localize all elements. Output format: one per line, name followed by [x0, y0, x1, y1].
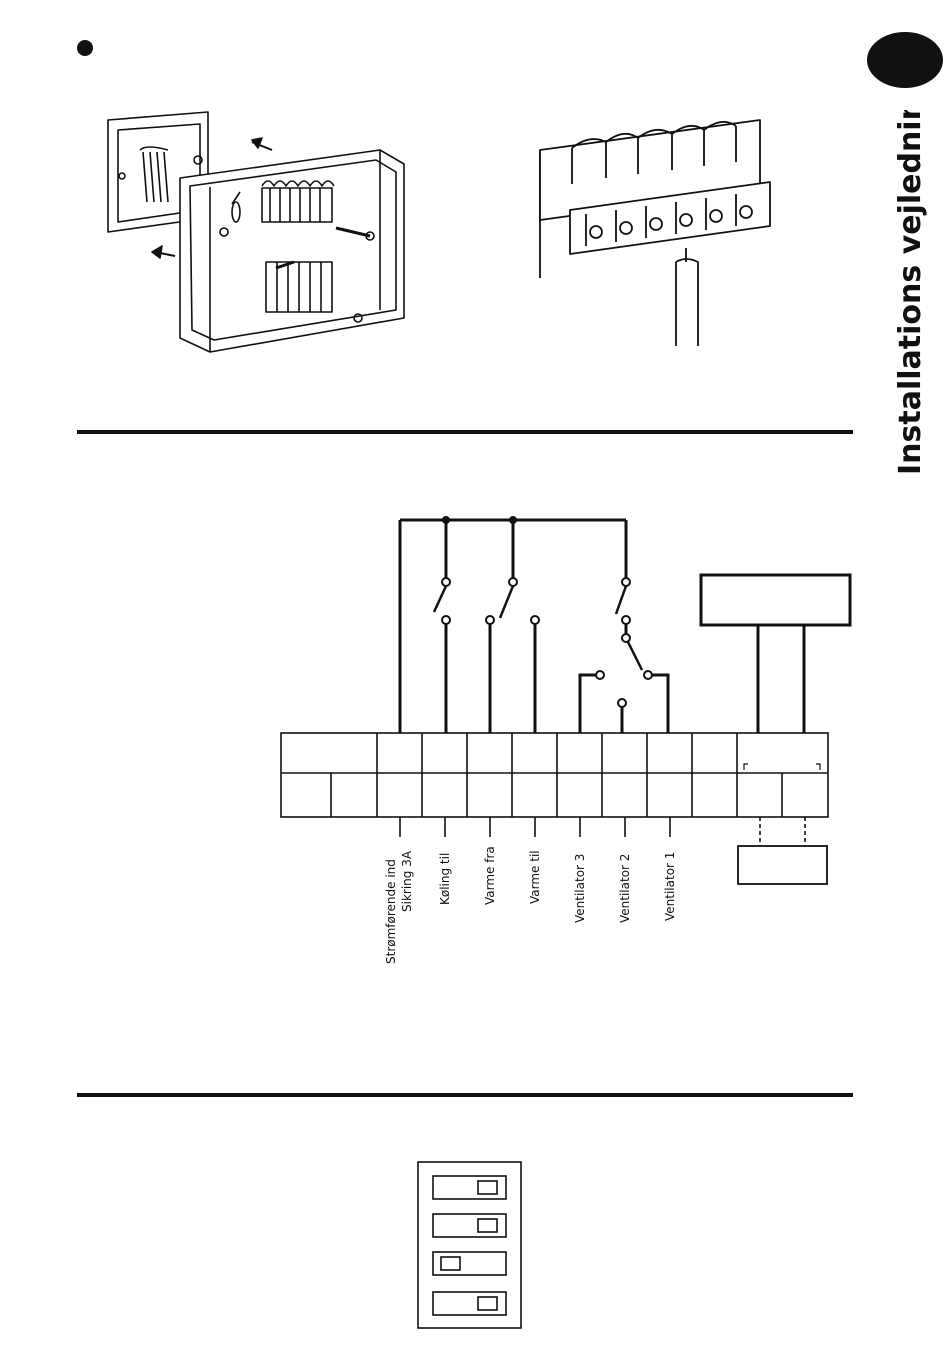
- dip-switch-slot: [433, 1176, 506, 1199]
- dip-switch-slot: [433, 1252, 506, 1275]
- terminal-label-power-line2: Sikring 3A: [400, 850, 414, 912]
- dip-switch-block: [418, 1162, 521, 1328]
- sidebar-tab-icon: [867, 32, 943, 88]
- bullet-icon: [77, 40, 93, 56]
- terminal-labels: Strømførende ind Sikring 3A Køling til V…: [384, 846, 677, 964]
- dip-switch-knob: [478, 1219, 497, 1232]
- terminal-label-heating-off: Varme fra: [483, 846, 497, 905]
- wiring-diagram: [400, 516, 850, 733]
- sensor-box: [738, 846, 827, 884]
- terminal-label-power-line1: Strømførende ind: [384, 859, 398, 964]
- terminal-label-cooling-on: Køling til: [438, 853, 452, 905]
- dip-switch-knob: [478, 1181, 497, 1194]
- dip-switch-knob: [478, 1297, 497, 1310]
- dip-switch-slot: [433, 1292, 506, 1315]
- terminal-closeup-illustration: [540, 120, 770, 346]
- base-plate-illustration: [108, 112, 404, 352]
- external-device-box: [701, 575, 850, 625]
- terminal-label-fan2: Ventilator 2: [618, 854, 632, 923]
- dip-switch-knob: [441, 1257, 460, 1270]
- dip-switch-slot: [433, 1214, 506, 1237]
- terminal-label-fan3: Ventilator 3: [573, 854, 587, 923]
- terminal-strip: [281, 733, 828, 884]
- terminal-label-heating-on: Varme til: [528, 850, 542, 904]
- terminal-label-fan1: Ventilator 1: [663, 852, 677, 921]
